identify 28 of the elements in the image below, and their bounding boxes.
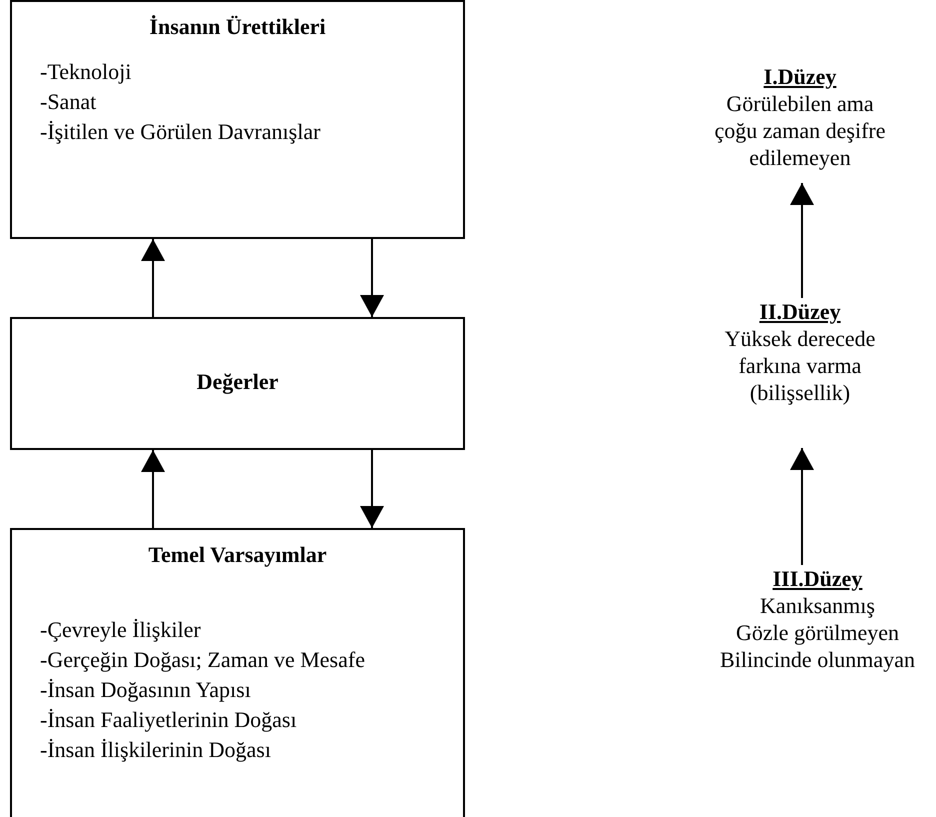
process-box bbox=[10, 0, 465, 239]
arrow bbox=[790, 183, 814, 298]
box-title: Değerler bbox=[196, 368, 280, 396]
box-title: Temel Varsayımlar bbox=[147, 541, 328, 569]
level-description: Görülebilen ama çoğu zaman deşifre edilemeyen bbox=[713, 90, 887, 171]
level-heading: II.Düzey bbox=[758, 298, 842, 325]
list-item: -İnsan Faaliyetlerinin Doğası bbox=[40, 706, 297, 734]
list-item: -Gerçeğin Doğası; Zaman ve Mesafe bbox=[40, 646, 365, 674]
arrow bbox=[141, 450, 165, 528]
list-item: -İşitilen ve Görülen Davranışlar bbox=[40, 118, 320, 146]
level-heading: I.Düzey bbox=[762, 63, 838, 90]
arrow bbox=[141, 239, 165, 317]
arrow bbox=[360, 239, 384, 317]
level-heading: III.Düzey bbox=[772, 565, 864, 592]
level-description: Gözle görülmeyen bbox=[734, 619, 900, 646]
level-description: Bilincinde olunmayan bbox=[719, 646, 916, 673]
list-item: -Çevreyle İlişkiler bbox=[40, 616, 201, 644]
list-item: -İnsan İlişkilerinin Doğası bbox=[40, 736, 271, 764]
box-title: İnsanın Ürettikleri bbox=[148, 13, 327, 41]
list-item: -Teknoloji bbox=[40, 58, 132, 86]
arrow bbox=[790, 448, 814, 565]
level-description: Kanıksanmış bbox=[759, 592, 876, 619]
process-box bbox=[10, 528, 465, 817]
list-item: -Sanat bbox=[40, 88, 96, 116]
process-box bbox=[10, 317, 465, 450]
arrow bbox=[360, 450, 384, 528]
level-description: Yüksek derecede farkına varma (bilişsellik) bbox=[724, 325, 876, 406]
list-item: -İnsan Doğasının Yapısı bbox=[40, 676, 251, 704]
